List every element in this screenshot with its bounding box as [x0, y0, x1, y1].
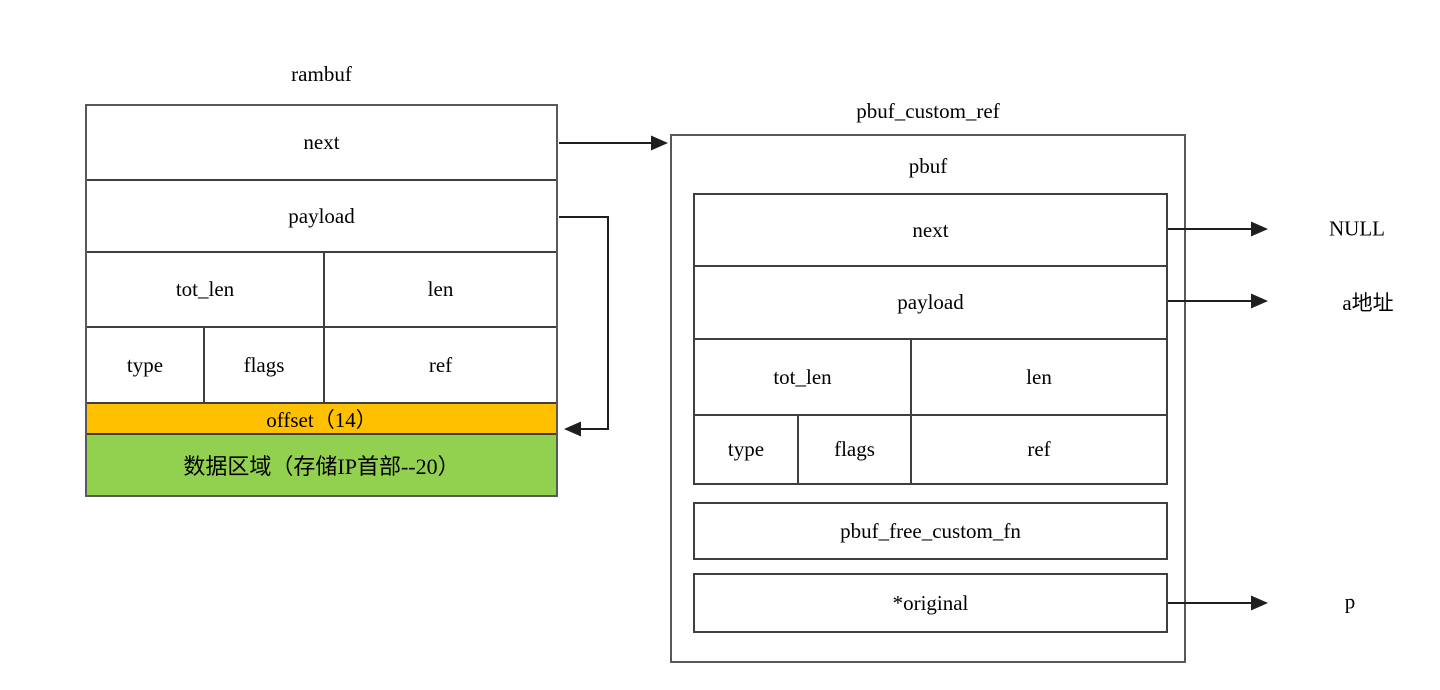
- pbuf-label: pbuf: [908, 154, 948, 178]
- rambuf-field-tot-len: tot_len: [87, 253, 325, 326]
- rambuf-field-offset: offset（14）: [87, 404, 556, 435]
- pbuf-free-custom-fn-label: pbuf_free_custom_fn: [840, 518, 1021, 543]
- original-target-label: p: [1344, 589, 1356, 614]
- pbuf-field-next: next: [695, 195, 1166, 267]
- rambuf-row-totlen-len: tot_len len: [87, 253, 556, 328]
- arrow-rambuf-payload-to-data-area: [559, 216, 609, 437]
- pbuf-field-type: type: [695, 416, 799, 483]
- rambuf-row-type-flags-ref: type flags ref: [87, 328, 556, 404]
- pbuf-row-type-flags-ref: type flags ref: [695, 416, 1166, 483]
- rambuf-field-flags: flags: [205, 328, 325, 402]
- pbuf-field-flags: flags: [799, 416, 912, 483]
- rambuf-data-area: 数据区域（存储IP首部--20）: [87, 435, 556, 495]
- rambuf-title: rambuf: [291, 62, 352, 86]
- pbuf-row-totlen-len: tot_len len: [695, 340, 1166, 416]
- pbuf-free-custom-fn-box: pbuf_free_custom_fn: [693, 502, 1168, 560]
- arrow-rambuf-next-to-pbuf-custom-ref: [559, 135, 668, 151]
- original-label: *original: [892, 590, 969, 615]
- rambuf-field-next: next: [87, 106, 556, 181]
- rambuf-field-type: type: [87, 328, 205, 402]
- null-target-label: NULL: [1329, 216, 1385, 241]
- rambuf-field-ref: ref: [428, 352, 453, 377]
- pbuf-field-payload: payload: [695, 267, 1166, 340]
- rambuf-box: next payload tot_len len type flags ref …: [85, 104, 558, 497]
- pbuf-field-len: len: [1026, 364, 1052, 389]
- pbuf-field-ref: ref: [1027, 437, 1051, 461]
- rambuf-field-payload: payload: [87, 181, 556, 253]
- rambuf-field-len: len: [427, 277, 454, 301]
- payload-target-label: a地址: [1342, 291, 1394, 315]
- pbuf-field-tot-len: tot_len: [695, 340, 912, 414]
- original-box: *original: [693, 573, 1168, 633]
- pbuf-box: next payload tot_len len type flags ref: [693, 193, 1168, 485]
- pbuf-custom-ref-title: pbuf_custom_ref: [856, 99, 1000, 123]
